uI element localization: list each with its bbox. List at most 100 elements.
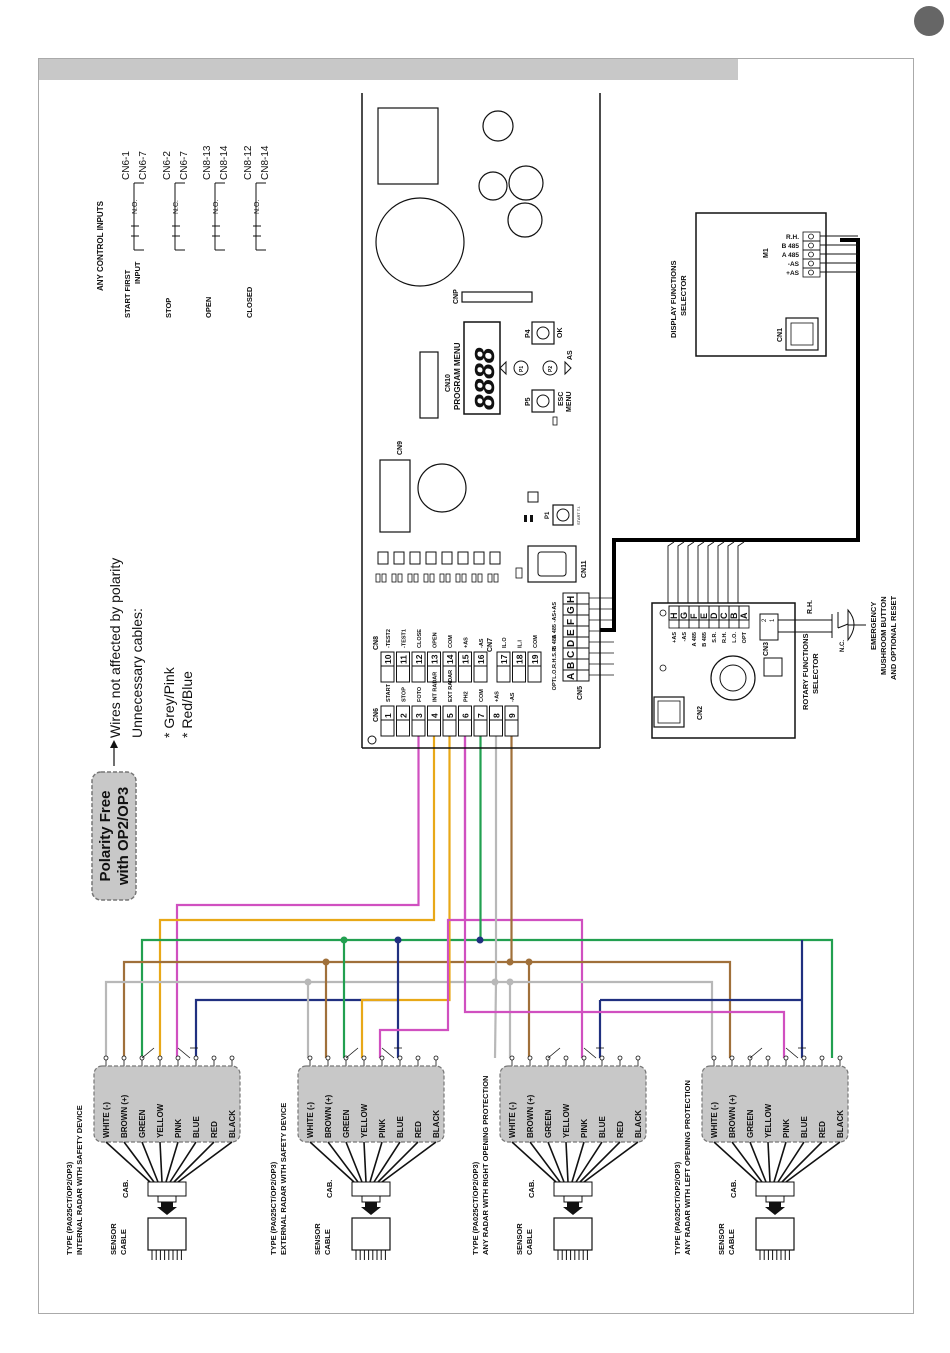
mushroom-button-icon — [847, 608, 855, 642]
cn5-terminal-C: CR.H. — [552, 647, 614, 668]
rotary-label: R.H. — [722, 632, 728, 643]
terminal-number: 14 — [445, 654, 455, 664]
wire-name-label: BLUE — [800, 1116, 809, 1138]
pin-b: CN6-7 — [138, 151, 149, 180]
wire-name-label: WHITE (-) — [508, 1102, 517, 1138]
terminal-number: 18 — [515, 654, 525, 664]
emergency-button: R.H. N.C. EMERGENCY MUSHROOM BUTTON AND … — [778, 596, 898, 680]
terminal-number: 9 — [507, 713, 517, 718]
sensor-label-2: CABLE — [525, 1229, 534, 1255]
wire-name-label: PINK — [580, 1119, 589, 1138]
terminal-10: 10-TEST2 — [380, 629, 395, 683]
header-band — [38, 58, 738, 80]
rotary-knob[interactable] — [710, 655, 756, 701]
down-arrow-icon — [563, 1202, 583, 1215]
led-indicator — [425, 551, 437, 565]
cn5-label: -AS — [552, 613, 558, 623]
rotary-label: OPT — [742, 631, 748, 643]
cn2-connector — [653, 696, 685, 728]
start-ti-button[interactable] — [552, 504, 574, 526]
rh-wire-label: R.H. — [807, 600, 814, 614]
terminal-label: -AS — [479, 638, 485, 648]
cn5-terminal-F: FA 485 — [552, 614, 614, 638]
rotary-label: S.R. — [712, 632, 718, 643]
wire-name-label: BROWN (+) — [526, 1094, 535, 1138]
control-input-label: OPEN — [204, 297, 213, 318]
rotary-label: A 485 — [692, 632, 698, 646]
cn5-letter: C — [566, 651, 577, 658]
pin-b: CN8-14 — [219, 145, 230, 180]
m1-terminal: B 485 — [782, 240, 821, 251]
polarity-badge-line2: with OP2/OP3 — [115, 787, 132, 886]
pin-b: CN6-7 — [179, 151, 190, 180]
down-arrow-icon — [564, 360, 572, 376]
contact-type: N.C. — [173, 200, 180, 214]
rotary-selector-title-1: ROTARY FUNCTIONS — [801, 633, 810, 710]
transformer — [375, 197, 465, 287]
wire-name-label: YELLOW — [562, 1103, 571, 1138]
cn5-letter: F — [566, 619, 577, 625]
display-digits: 8888 — [469, 347, 500, 410]
sensor-label-1: SENSOR — [717, 1223, 726, 1255]
cn3-pin2: 2 — [762, 618, 768, 622]
reset-button[interactable] — [763, 657, 783, 677]
wire-white — [104, 980, 495, 1058]
cn5-terminal-H: H+AS — [552, 592, 614, 613]
terminal-label: OPEN — [433, 632, 439, 648]
rotary-letter: A — [739, 612, 749, 619]
wire-yellow — [360, 736, 451, 1058]
sensor-type: TYPE (PA025CT/OP2/OP3) — [471, 1161, 480, 1255]
terminal-label: COM — [448, 635, 454, 648]
wire-name-label: BROWN (+) — [324, 1094, 333, 1138]
down-button[interactable] — [542, 360, 558, 376]
up-button[interactable] — [513, 360, 529, 376]
esc-menu-button[interactable] — [531, 389, 555, 413]
pin-a: CN8-13 — [202, 145, 213, 180]
terminal-label: STOP — [402, 687, 408, 702]
sensor-connector — [147, 1217, 187, 1251]
wire-name-label: BROWN (+) — [120, 1094, 129, 1138]
cn5-terminal-B: BL.O. — [552, 658, 614, 679]
wire-name-label: RED — [414, 1121, 423, 1138]
ok-button[interactable] — [531, 321, 555, 345]
terminal-label: PH2 — [464, 691, 470, 702]
sensor-label-2: CABLE — [119, 1229, 128, 1255]
display-selector-title-1: DISPLAY FUNCTIONS — [669, 260, 678, 338]
cn7-label: CN7 — [487, 638, 494, 652]
terminal-label: -TEST1 — [402, 629, 408, 648]
cn5-letter: H — [566, 596, 577, 603]
cn2-label: CN2 — [697, 706, 704, 720]
p4-label: P4 — [525, 329, 532, 338]
cn3-label: CN3 — [763, 642, 770, 656]
terminal-label: -TEST2 — [386, 629, 392, 648]
bus-cable — [600, 238, 860, 632]
led-indicator — [377, 551, 389, 565]
terminal-number: 8 — [492, 713, 502, 718]
cn9-connector — [379, 459, 411, 533]
terminal-label: EXT RADAR — [448, 670, 454, 702]
wire-name-label: PINK — [174, 1119, 183, 1138]
sensor-label-1: SENSOR — [515, 1223, 524, 1255]
m1-terminal: A 485 — [782, 249, 821, 260]
cab-label: CAB. — [729, 1180, 738, 1198]
emergency-line-1: EMERGENCY — [869, 602, 878, 650]
rotary-terminal-D: DS.R. — [708, 605, 720, 643]
cn10-connector — [419, 351, 439, 419]
p1b-label: P1 — [519, 366, 525, 372]
rotary-terminal-H: H+AS — [668, 605, 680, 643]
pin-a: CN8-12 — [243, 145, 254, 180]
wire-pink — [175, 736, 420, 1058]
rotary-selector-title-2: SELECTOR — [811, 653, 820, 694]
terminal-number: 16 — [476, 654, 486, 664]
terminal-16: 16 -AS — [473, 638, 488, 683]
sensor-type: TYPE (PA025CT/OP2/OP3) — [65, 1161, 74, 1255]
wire-white — [494, 736, 512, 1058]
polarity-item-2: * Red/Blue — [179, 671, 195, 738]
buzzer — [417, 463, 467, 513]
